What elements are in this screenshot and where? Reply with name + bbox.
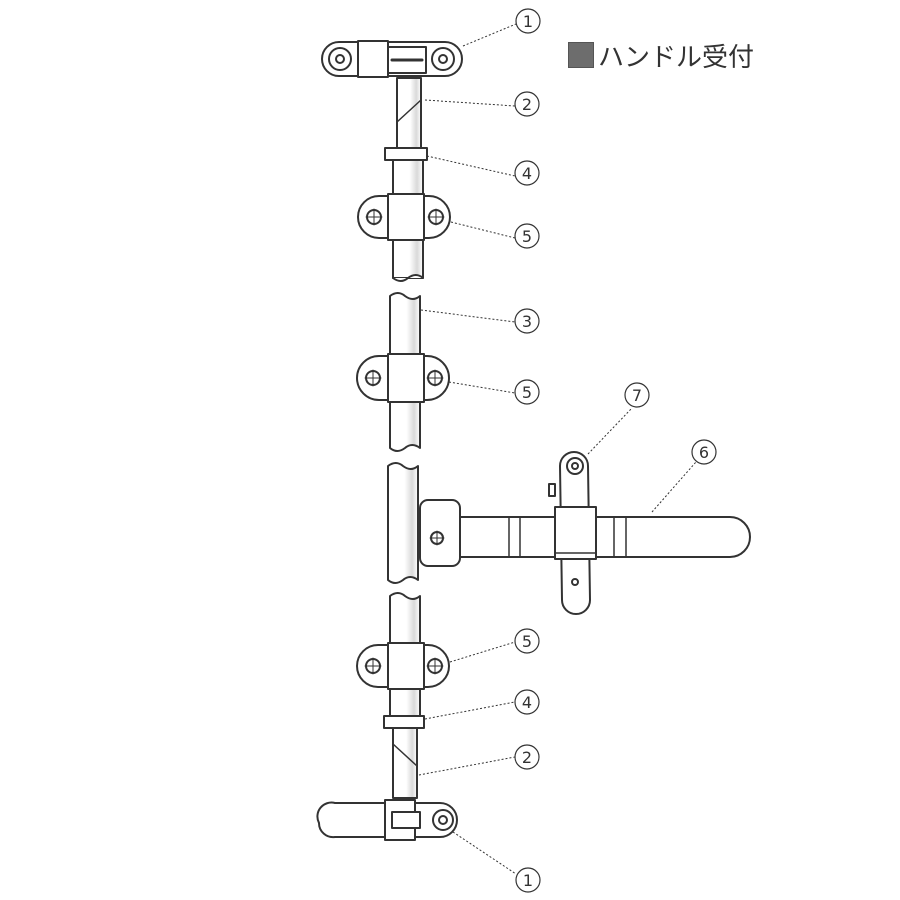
handle-latch: [548, 451, 597, 615]
callout-circle: [514, 91, 540, 117]
callout-circle: [514, 223, 540, 249]
callout-circle: [514, 379, 540, 405]
guide-bracket-2: [356, 353, 450, 403]
rod-segment-c: [387, 462, 419, 584]
legend-swatch: [568, 42, 594, 68]
legend: ハンドル受付: [568, 38, 755, 73]
callout-number: 4: [522, 164, 532, 183]
callout-number: 1: [523, 12, 533, 31]
callout-circle: [515, 8, 541, 34]
legend-label: ハンドル受付: [598, 42, 755, 73]
callout-number: 5: [522, 632, 532, 651]
rod-lower-end: [392, 727, 418, 799]
callout-number: 7: [632, 386, 642, 405]
collar-ring-upper: [384, 147, 428, 161]
guide-bracket-3: [356, 642, 450, 690]
collar-ring-lower: [383, 715, 425, 729]
callout-circle: [624, 382, 650, 408]
callout-number: 5: [522, 227, 532, 246]
callout-number: 4: [522, 693, 532, 712]
callout-circle: [514, 160, 540, 186]
callout-circle: [691, 439, 717, 465]
callout-circle: [514, 744, 540, 770]
callout-number: 5: [522, 383, 532, 402]
callout-circle: [514, 628, 540, 654]
rod-upper-end: [396, 77, 422, 151]
guide-bracket-1: [357, 193, 451, 241]
callout-circle: [515, 867, 541, 893]
callout-number: 2: [522, 748, 532, 767]
callout-number: 3: [522, 312, 532, 331]
callout-number: 2: [522, 95, 532, 114]
callout-markers: 1 2 4 5 3 5 7 6 5 4 2 1: [514, 8, 717, 893]
handle-lever: [419, 499, 751, 567]
hinge-bracket-bottom: [316, 799, 458, 841]
callout-number: 1: [523, 871, 533, 890]
callout-number: 6: [699, 443, 709, 462]
callout-circle: [514, 689, 540, 715]
hinge-bracket-top: [321, 40, 463, 78]
leader-lines: [418, 23, 697, 875]
callout-circle: [514, 308, 540, 334]
